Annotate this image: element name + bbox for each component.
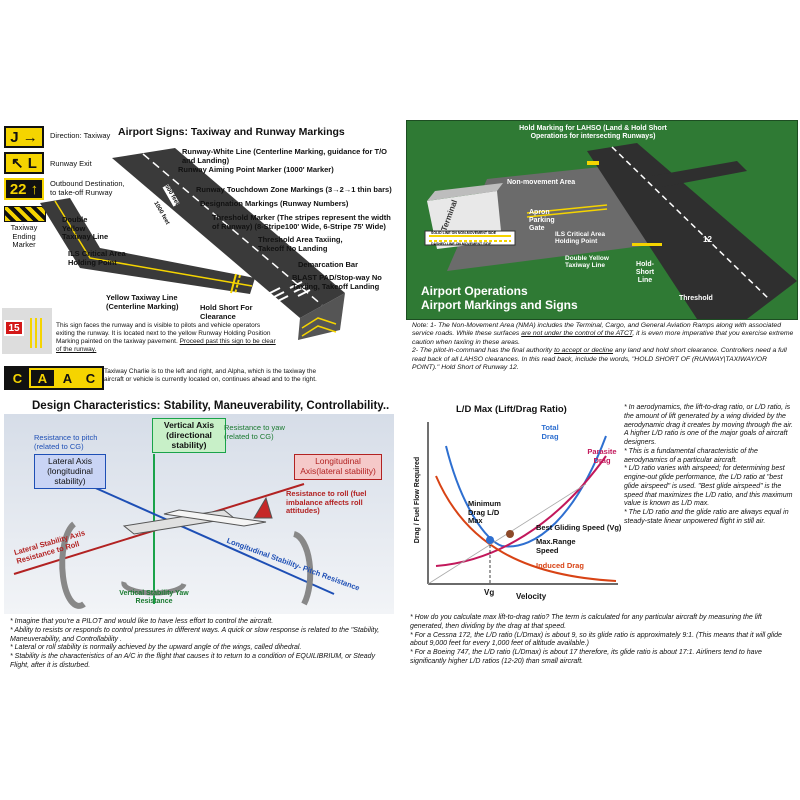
nma-note-underline-1: are not under the control of the ATCT	[521, 330, 633, 338]
airport-signs-title: Airport Signs: Taxiway and Runway Markin…	[118, 126, 345, 138]
sign-a-box: A	[29, 368, 56, 388]
ld-bottom-note-3: * For a Boeing 747, the L/D ratio (L/Dma…	[410, 649, 762, 665]
ld-total-drag: Total Drag	[541, 423, 559, 441]
longitudinal-axis-box: Longitudinal Axis(lateral stability)	[294, 454, 382, 480]
ld-side-notes: * In aerodynamics, the lift-to-drag rati…	[624, 404, 794, 527]
charlie-alpha-sign: C A A C	[4, 366, 104, 390]
ops-ils: ILS Critical Area Holding Point	[555, 231, 605, 246]
vertical-axis-box: Vertical Axis (directional stability)	[152, 418, 226, 454]
sign-c-left: C	[12, 370, 23, 386]
holding-lines	[30, 318, 44, 348]
ops-title-line1: Airport Operations	[421, 284, 528, 298]
ops-title-line2: Airport Markings and Signs	[421, 297, 578, 312]
ops-hold-short: Hold-Short Line	[635, 261, 655, 285]
nma-note-p1: Note: 1- The Non-Movement Area (NMA) inc…	[412, 322, 794, 346]
ops-legend-solid: SOLID LINE ON NON-MOVEMENT SIDE	[431, 231, 497, 235]
taxiway-j-sign: J →	[4, 126, 44, 148]
ld-chart: Drag / Fuel Flow Required Velocity Vg To…	[406, 416, 622, 608]
lateral-axis-box: Lateral Axis (longitudinal stability)	[34, 454, 106, 490]
ld-curves	[427, 422, 618, 585]
ld-bottom-note-2: * For a Cessna 172, the L/D ratio (L/Dma…	[410, 631, 782, 648]
charlie-note: Taxiway Charlie is to the left and right…	[104, 368, 317, 384]
resist-yaw-label: Resistance to yaw (related to CG)	[224, 423, 285, 441]
outbound-label: Outbound Destination, to take-off Runway	[50, 179, 125, 197]
label-aiming-point: Runway Aiming Point Marker (1000' Marker…	[178, 165, 334, 174]
vert-stab-label: Vertical Stability Yaw Resistance	[119, 590, 189, 606]
airport-operations-illustration	[424, 143, 797, 319]
ld-ylabel: Drag / Fuel Flow Required	[413, 456, 421, 544]
taxiway-ending-marker	[4, 206, 46, 222]
sign-c-right: C	[79, 368, 102, 388]
ops-title: Airport Operations Airport Markings and …	[421, 284, 578, 313]
runway-exit-sign: ↖ L	[4, 152, 44, 174]
sign-a-right: A	[56, 368, 79, 388]
label-double-yellow: Double Yellow Taxiway Line	[62, 215, 109, 242]
design-note-4: * Stability is the characteristics of an…	[10, 653, 376, 669]
airport-signs-panel: J → Direction: Taxiway ↖ L Runway Exit 2…	[0, 118, 400, 398]
nma-note-underline-2: to accept or decline	[554, 347, 614, 355]
ld-parasite-drag: Parasite Drag	[587, 447, 617, 465]
nma-note-p2: 2- The pilot-in-command has the final au…	[412, 347, 787, 372]
holding-sign-illustration: 15	[2, 308, 52, 354]
label-threshold-marker: Threshold Marker (The stripes represent …	[212, 213, 391, 231]
nma-note: Note: 1- The Non-Movement Area (NMA) inc…	[412, 322, 796, 373]
ld-bottom-note-1: * How do you calculate max lift-to-drag …	[410, 614, 762, 630]
design-diagram: Vertical Axis (directional stability) Re…	[4, 414, 394, 614]
label-demarcation: Demarcation Bar	[298, 260, 359, 269]
ld-max-range: Max.Range Speed	[536, 537, 576, 555]
ops-apron: Apron Parking Gate	[529, 209, 555, 233]
design-note-2: * Ability to resists or responds to cont…	[10, 626, 380, 643]
ld-min-drag: Minimum Drag L/D Max	[468, 499, 501, 526]
axes-illustration	[13, 454, 335, 609]
ops-double-yellow: Double Yellow Taxiway Line	[565, 255, 609, 270]
outbound-sign: 22 ↑	[4, 178, 44, 200]
label-ils: ILS Critical Area Holding Point	[68, 249, 126, 267]
holding-note-underline: Proceed past this sign to be clear of th…	[56, 338, 276, 354]
design-notes: * Imagine that you're a PILOT and would …	[10, 618, 396, 671]
ld-xlabel: Velocity	[516, 592, 547, 601]
ld-vg: Vg	[484, 588, 495, 597]
ld-side-note-2: * This is a fundamental characteristic o…	[624, 447, 758, 464]
ops-threshold: Threshold	[679, 295, 713, 302]
label-hold-short: Hold Short For Clearance	[200, 303, 253, 321]
label-designation: Designation Markings (Runway Numbers)	[200, 199, 349, 208]
ld-side-note-4: * The L/D ratio and the glide ratio are …	[624, 509, 789, 525]
resist-pitch-label: Resistance to pitch (related to CG)	[34, 433, 98, 451]
label-threshold-area: Threshold Area Taxiing, Takeoff No Landi…	[258, 235, 343, 253]
label-touchdown: Runway Touchdown Zone Markings (3→2→1 th…	[196, 185, 392, 194]
exit-label: Runway Exit	[50, 159, 92, 168]
resist-roll-label: Resistance to roll (fuel imbalance affec…	[286, 489, 367, 516]
ops-non-movement: Non-movement Area	[507, 179, 576, 186]
ld-side-note-3: * L/D ratio varies with airspeed; for de…	[624, 465, 793, 508]
ops-runway-number: 12	[703, 235, 712, 244]
ld-bottom-notes: * How do you calculate max lift-to-drag …	[410, 614, 796, 667]
ld-best-glide: Best Gliding Speed (Vg)	[536, 523, 622, 532]
label-centerline: Runway-White Line (Centerline Marking, g…	[182, 147, 388, 165]
holding-note: This sign faces the runway and is visibl…	[56, 322, 276, 354]
ending-label: Taxiway Ending Marker	[10, 223, 38, 250]
ld-title: L/D Max (Lift/Drag Ratio)	[456, 404, 567, 415]
ops-hold-lahso: Hold Marking for LAHSO (Land & Hold Shor…	[519, 125, 667, 141]
ops-legend-dashed: DASHED LINE ON MOVEMENT SIDE	[431, 242, 492, 246]
design-note-1: * Imagine that you're a PILOT and would …	[10, 618, 274, 625]
ld-induced-drag: Induced Drag	[536, 561, 584, 570]
label-blast-pad: BLAST PAD/Stop-way No Taxiing, Takeoff L…	[292, 273, 382, 291]
ld-side-note-1: * In aerodynamics, the lift-to-drag rati…	[624, 404, 793, 446]
direction-label: Direction: Taxiway	[50, 131, 111, 140]
label-yellow-taxiway: Yellow Taxiway Line (Centerline Marking)	[106, 293, 179, 311]
airport-operations-panel: Hold Marking for LAHSO (Land & Hold Shor…	[406, 120, 798, 320]
runway-15-sign: 15	[4, 320, 24, 336]
design-note-3: * Lateral or roll stability is normally …	[10, 644, 302, 652]
design-title: Design Characteristics: Stability, Maneu…	[32, 400, 390, 412]
